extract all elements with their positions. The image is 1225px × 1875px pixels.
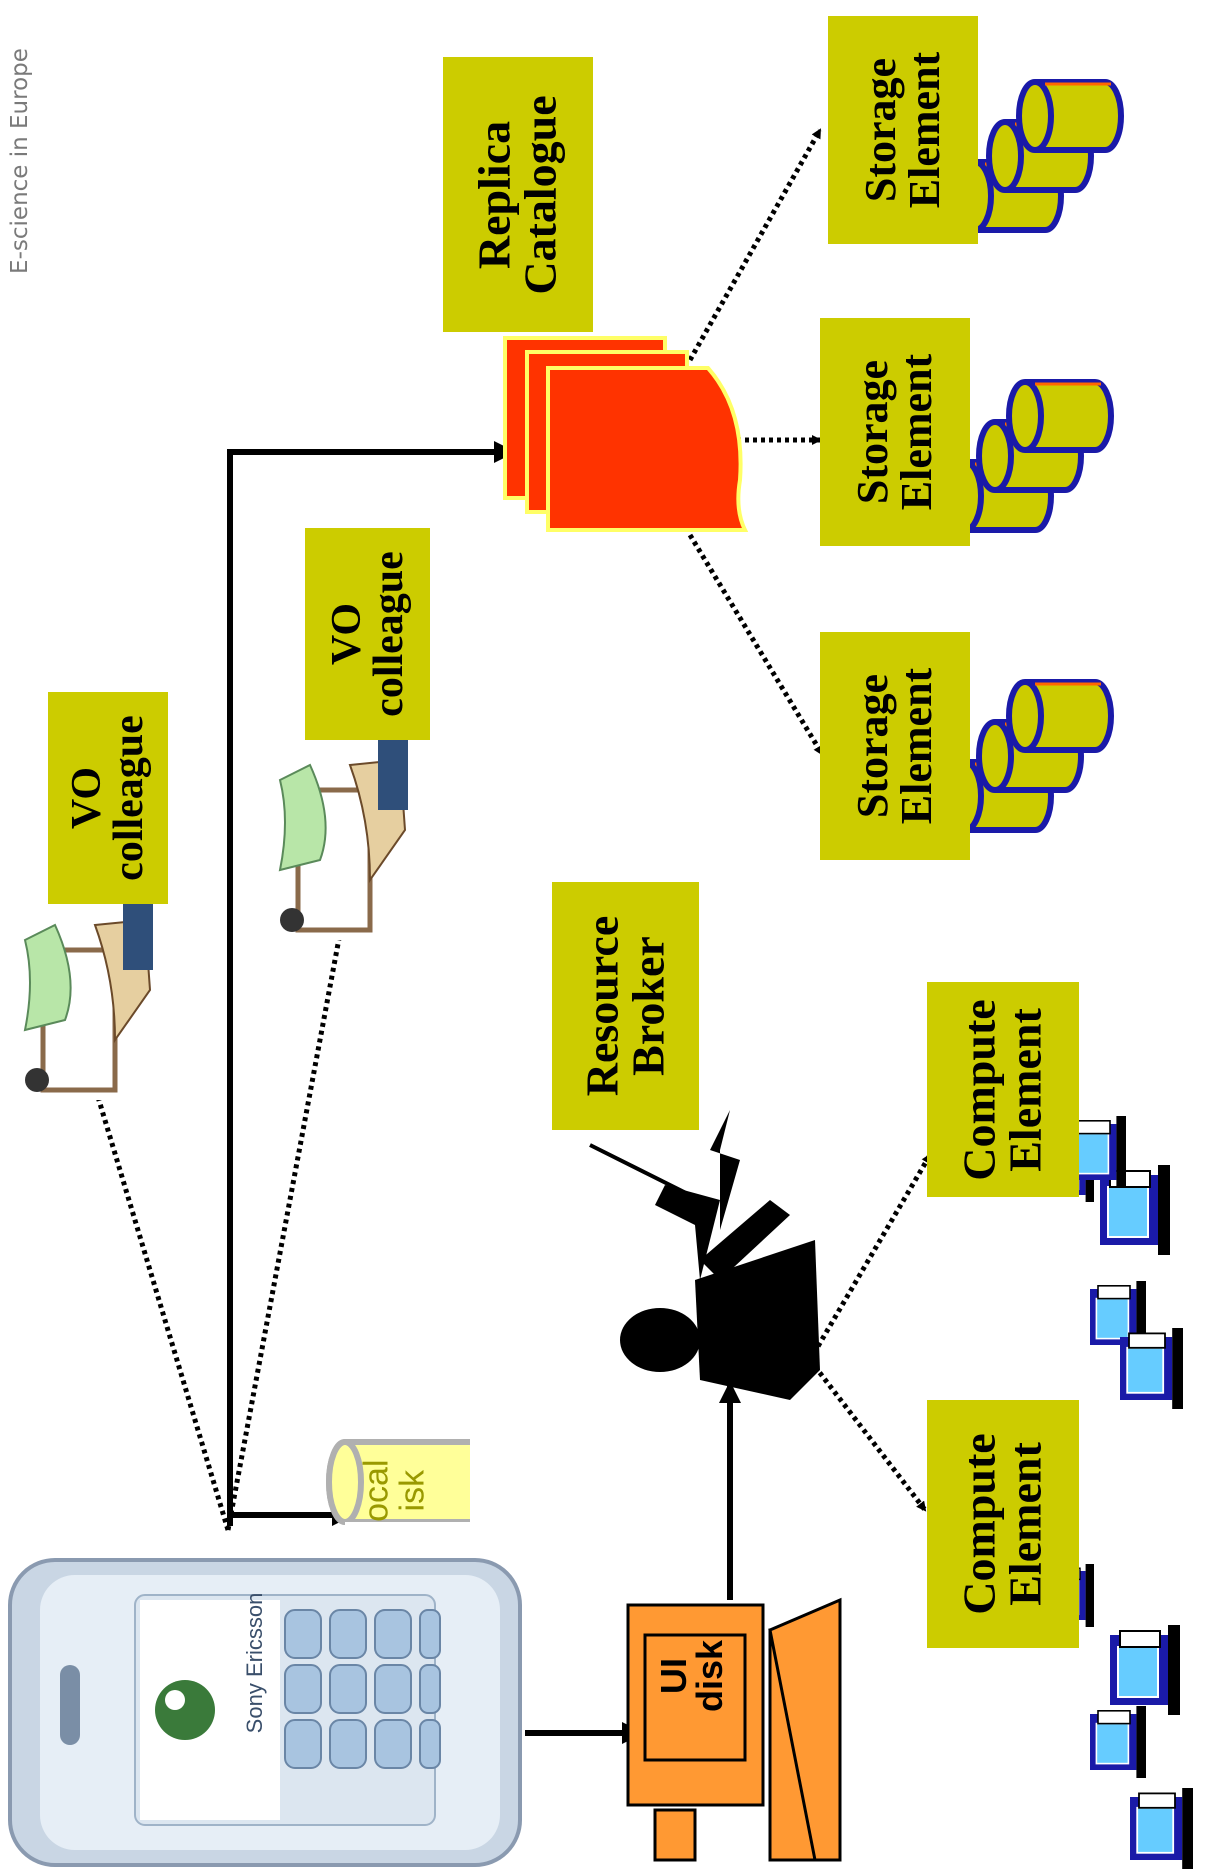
storage-disks-2 <box>949 382 1111 530</box>
header-title: E-science in Europe <box>7 48 33 274</box>
solid-connectors <box>227 441 741 1744</box>
storage-disks-1 <box>949 682 1111 830</box>
phone-brand-label: Sony Ericsson <box>242 1592 267 1734</box>
storage-disks-3 <box>959 82 1121 230</box>
colleague-icon-1 <box>25 900 155 1100</box>
colleague-icon-2 <box>280 740 410 940</box>
local-disk-icon <box>326 1439 485 1542</box>
dotted-connectors <box>77 128 933 1531</box>
ui-computer-icon <box>626 1597 842 1862</box>
conductor-icon <box>589 1110 820 1400</box>
replica-catalogue-icon <box>503 336 749 532</box>
phone-icon <box>8 1558 522 1867</box>
